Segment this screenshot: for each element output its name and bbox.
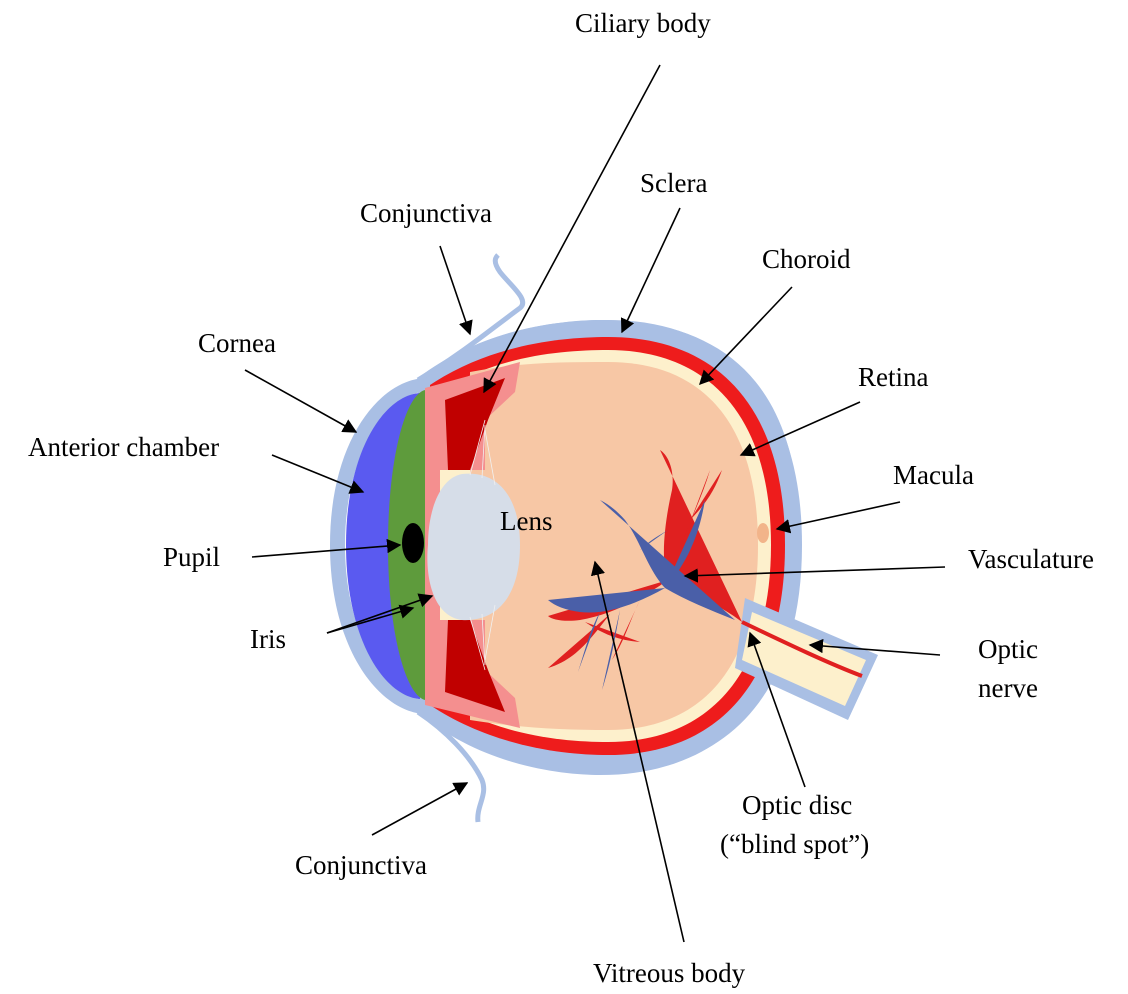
- label-vitreous-body: Vitreous body: [593, 958, 746, 988]
- conjunctiva-top-leader: [440, 246, 470, 334]
- label-choroid: Choroid: [762, 244, 851, 274]
- label-sclera: Sclera: [640, 168, 707, 198]
- label-cornea: Cornea: [198, 328, 276, 358]
- label-conjunctiva-top: Conjunctiva: [360, 198, 492, 228]
- choroid-leader: [700, 287, 792, 384]
- lens: [427, 474, 520, 620]
- label-anterior-chamber: Anterior chamber: [28, 432, 219, 462]
- label-optic-disc-line2: (“blind spot”): [720, 829, 869, 859]
- label-optic-disc-line1: Optic disc: [742, 790, 852, 820]
- label-lens: Lens: [500, 506, 552, 536]
- sclera-leader: [622, 208, 680, 332]
- label-macula: Macula: [893, 460, 974, 490]
- macula: [757, 523, 769, 543]
- label-retina: Retina: [858, 362, 928, 392]
- pupil: [402, 523, 424, 563]
- label-iris: Iris: [250, 624, 286, 654]
- label-optic-nerve-line2: nerve: [978, 673, 1038, 703]
- label-pupil: Pupil: [163, 542, 220, 572]
- conjunctiva-bottom-leader: [372, 783, 467, 835]
- label-vasculature: Vasculature: [968, 544, 1094, 574]
- eye-body: [330, 255, 878, 822]
- label-conjunctiva-bottom: Conjunctiva: [295, 850, 427, 880]
- label-optic-nerve-line1: Optic: [978, 634, 1038, 664]
- cornea-leader: [245, 370, 356, 432]
- label-ciliary-body: Ciliary body: [575, 8, 711, 38]
